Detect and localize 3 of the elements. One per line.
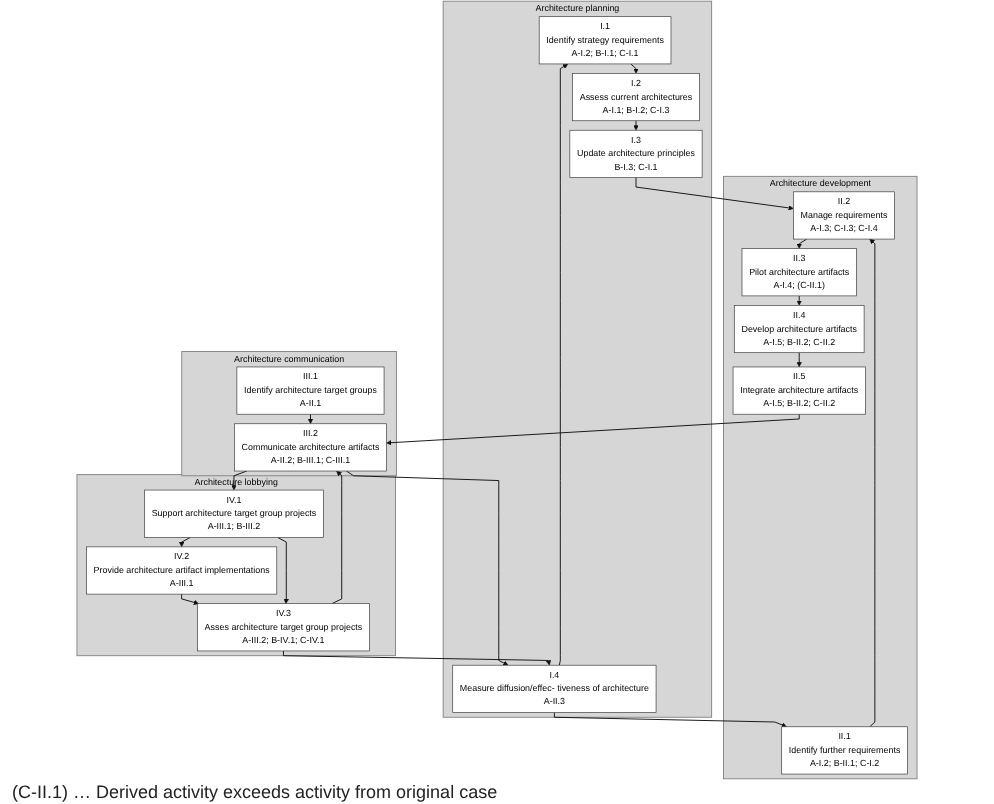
arrow [307,413,314,424]
arrow [633,120,639,131]
footnote: (C-II.1) … Derived activity exceeds activity from original case [12,782,498,802]
